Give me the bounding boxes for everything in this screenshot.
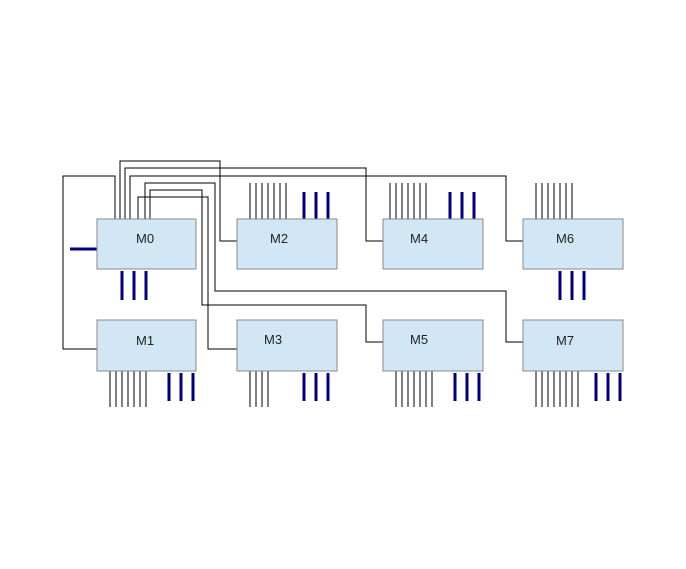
module-m0[interactable]: M0 [96, 218, 197, 270]
wire-m0-m1 [62, 175, 116, 350]
pin-groups [109, 183, 622, 407]
module-m2-label: M2 [270, 231, 288, 246]
module-m0-label: M0 [136, 231, 154, 246]
module-m3-box[interactable] [236, 319, 338, 372]
module-m2-box[interactable] [236, 218, 338, 270]
wire-m0-m7 [144, 182, 523, 343]
wire-m0-m5 [149, 189, 383, 343]
module-m7-box[interactable] [522, 319, 624, 372]
module-m7-label: M7 [556, 333, 574, 348]
module-m4-label: M4 [410, 231, 428, 246]
wire-m0-m2 [119, 160, 237, 242]
module-m5-label: M5 [410, 332, 428, 347]
module-m1-label: M1 [136, 333, 154, 348]
module-m6-box[interactable] [522, 218, 624, 270]
module-m4[interactable]: M4 [382, 218, 484, 270]
module-m0-box[interactable] [96, 218, 197, 270]
module-m5-box[interactable] [382, 319, 484, 372]
module-m7[interactable]: M7 [522, 319, 624, 372]
wire-m0-m4 [124, 167, 383, 242]
module-m4-box[interactable] [382, 218, 484, 270]
wire-m0-m3 [137, 196, 237, 350]
module-m1-box[interactable] [96, 319, 197, 372]
module-m1[interactable]: M1 [96, 319, 197, 372]
module-m3[interactable]: M3 [236, 319, 338, 372]
module-m5[interactable]: M5 [382, 319, 484, 372]
connections [62, 160, 523, 350]
module-m6-label: M6 [556, 231, 574, 246]
module-m3-label: M3 [264, 332, 282, 347]
module-m2[interactable]: M2 [236, 218, 338, 270]
wire-m0-m6 [129, 175, 523, 242]
module-m6[interactable]: M6 [522, 218, 624, 270]
